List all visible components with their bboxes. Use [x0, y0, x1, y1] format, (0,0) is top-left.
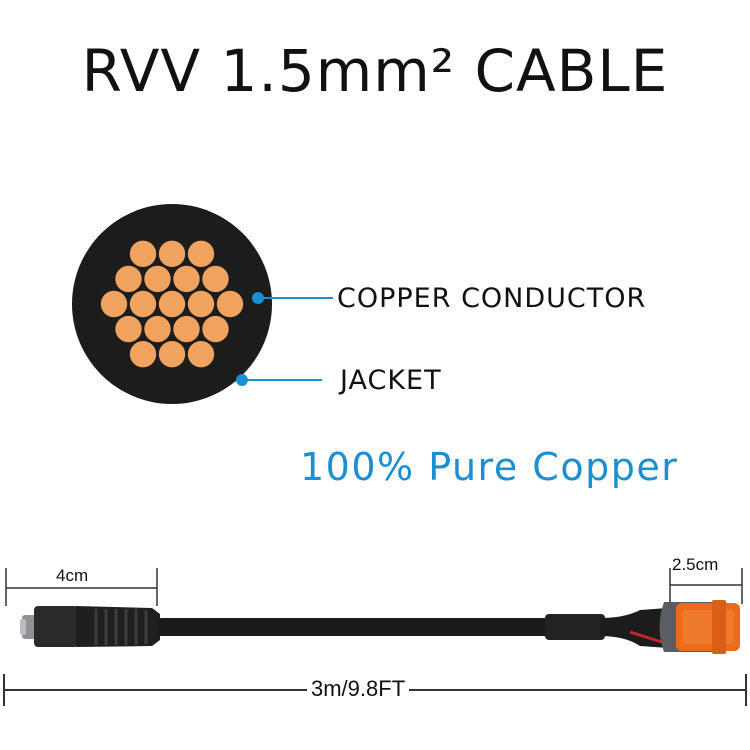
copper-strand — [158, 240, 186, 267]
pure-copper-subtitle: 100% Pure Copper — [300, 445, 679, 489]
plug-length-label: 4cm — [56, 566, 89, 585]
copper-strand — [187, 290, 215, 318]
copper-strand — [129, 240, 157, 267]
cable-sleeve — [545, 614, 605, 640]
page-title: RVV 1.5mm² CABLE — [81, 37, 669, 105]
copper-strand — [187, 341, 215, 368]
copper-strand — [144, 265, 171, 293]
cable-cross-section — [72, 204, 272, 404]
copper-strand — [129, 290, 157, 318]
copper-strands — [100, 240, 244, 368]
copper-strand — [129, 341, 157, 368]
plug-dimension-marker — [5, 568, 158, 606]
copper-strand — [202, 265, 229, 293]
copper-strand — [173, 315, 200, 343]
jacket-leader-dot — [236, 374, 248, 386]
xt60-connector — [659, 600, 740, 654]
copper-strand — [216, 290, 244, 318]
connector-dimension-marker — [669, 568, 743, 604]
copper-strand — [115, 265, 142, 293]
copper-strand — [158, 341, 186, 368]
copper-strand — [144, 315, 171, 343]
copper-strand — [158, 290, 186, 318]
cable-body — [158, 618, 550, 636]
cable-length-label: 3m/9.8FT — [307, 678, 410, 700]
copper-strand — [115, 315, 142, 343]
copper-strand — [187, 240, 215, 267]
conductor-leader-dot — [252, 292, 264, 304]
connector-width-label: 2.5cm — [672, 555, 719, 574]
jacket-label: JACKET — [340, 365, 442, 396]
copper-strand — [173, 265, 200, 293]
dc-barrel-plug — [20, 606, 160, 647]
copper-conductor-label: COPPER CONDUCTOR — [337, 283, 647, 314]
copper-strand — [100, 290, 128, 318]
copper-strand — [202, 315, 229, 343]
